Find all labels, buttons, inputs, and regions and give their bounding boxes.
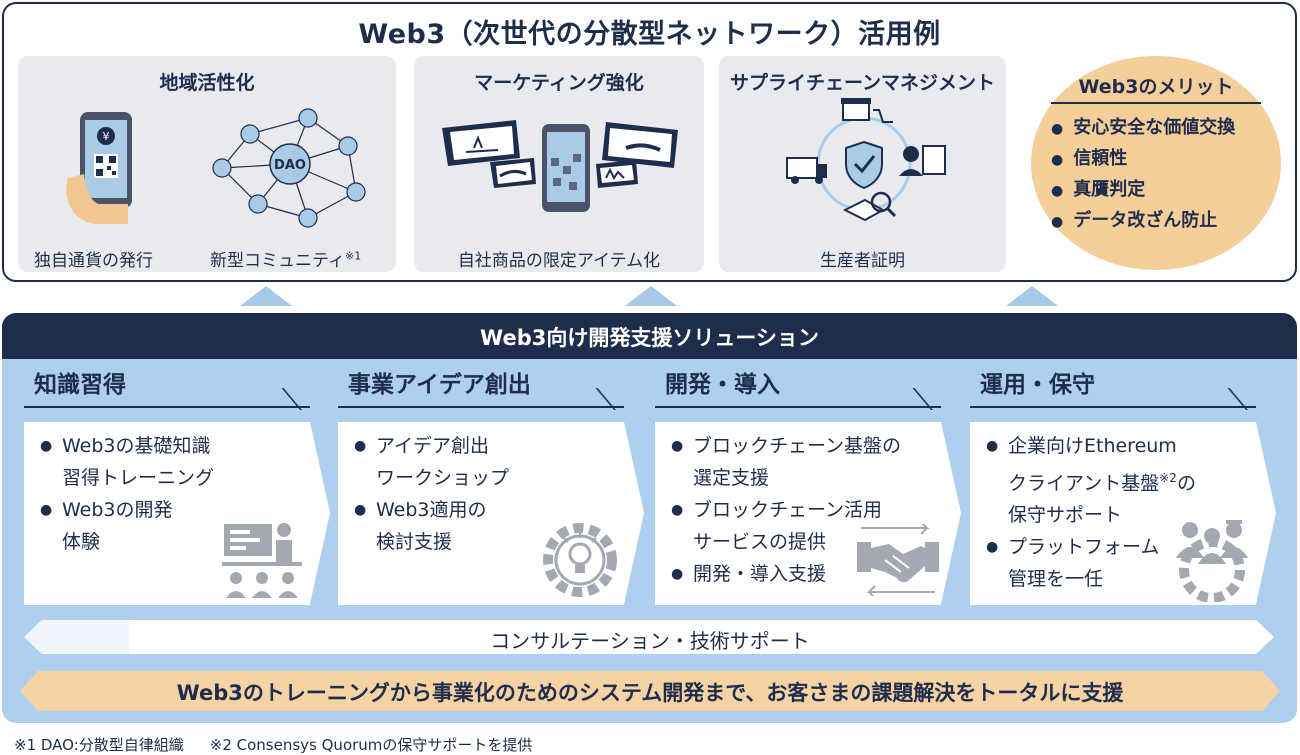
phase-rule — [655, 406, 941, 408]
list-item: ブロックチェーン活用 サービスの提供 — [671, 494, 901, 558]
list-item: プラットフォーム 管理を一任 — [986, 531, 1196, 595]
merit-item: 真贋判定 — [1051, 175, 1235, 206]
panel-title: サプライチェーンマネジメント — [729, 72, 996, 94]
presentation-icon — [222, 523, 302, 598]
phase-rule — [24, 406, 310, 408]
merit-title: Web3のメリット — [1078, 76, 1234, 98]
dao-network-icon: DAO — [212, 108, 366, 228]
up-arrow-1 — [240, 286, 292, 306]
consulting-label: コンサルテーション・技術サポート — [490, 629, 810, 653]
footnotes: ※1 DAO:分散型自律組織 ※2 Consensys Quorumの保守サポート… — [14, 734, 532, 755]
web3-merit-circle: Web3のメリット 安心安全な価値交換 信頼性 真贋判定 データ改ざん防止 — [1031, 56, 1281, 270]
footnote-ref-2: ※2 — [1159, 471, 1177, 485]
caption-producer-proof: 生産者証明 — [820, 251, 905, 271]
summary-banner — [20, 671, 1280, 711]
list-item: Web3適用の 検討支援 — [354, 494, 509, 558]
supply-chain-icon — [786, 98, 946, 222]
phase-card-operation: 企業向けEthereum クライアント基盤※2の 保守サポート プラットフォーム… — [970, 422, 1276, 605]
caption-limited-items: 自社商品の限定アイテム化 — [457, 251, 661, 271]
nft-screens-icon — [442, 120, 678, 212]
panel-title: 地域活性化 — [159, 72, 255, 94]
merit-item: データ改ざん防止 — [1051, 206, 1235, 237]
panel-marketing: マーケティング強化 自社商品の限定アイテム化 — [414, 56, 704, 272]
merit-divider — [1051, 102, 1261, 104]
up-arrow-3 — [1006, 286, 1058, 306]
solutions-header: Web3向け開発支援ソリューション — [2, 313, 1297, 359]
use-case-frame: Web3（次世代の分散型ネットワーク）活用例 地域活性化 ¥ — [2, 2, 1297, 282]
list-item: Web3の基礎知識 習得トレーニング — [40, 430, 214, 494]
phase-rule — [338, 406, 624, 408]
merit-list: 安心安全な価値交換 信頼性 真贋判定 データ改ざん防止 — [1051, 113, 1235, 237]
list-item: ブロックチェーン基盤の 選定支援 — [671, 430, 901, 494]
list-item: アイデア創出 ワークショップ — [354, 430, 509, 494]
dao-label: DAO — [274, 158, 306, 173]
footnote-2: ※2 Consensys Quorumの保守サポートを提供 — [209, 736, 533, 754]
use-case-title: Web3（次世代の分散型ネットワーク）活用例 — [358, 19, 941, 50]
panel-regional-revitalization: 地域活性化 ¥ DAO — [18, 56, 396, 272]
phase-title-ideation: 事業アイデア創出 — [348, 372, 531, 398]
list-item: 企業向けEthereum クライアント基盤※2の 保守サポート — [986, 430, 1196, 531]
phase-title-development: 開発・導入 — [665, 372, 780, 398]
phase-card-ideation: アイデア創出 ワークショップ Web3適用の 検討支援 — [338, 422, 644, 605]
list-item: Web3の開発 体験 — [40, 494, 214, 558]
caption-local-currency: 独自通貨の発行 — [34, 251, 153, 271]
phase-card-development: ブロックチェーン基盤の 選定支援 ブロックチェーン活用 サービスの提供 開発・導… — [655, 422, 961, 605]
panel-supply-chain: サプライチェーンマネジメント 生産者証明 — [719, 56, 1006, 272]
phase-title-knowledge: 知識習得 — [34, 372, 126, 398]
phase-title-operation: 運用・保守 — [980, 372, 1095, 398]
lightbulb-gear-icon — [543, 523, 617, 597]
summary-banner-text: Web3のトレーニングから事業化のためのシステム開発まで、お客さまの課題解決をト… — [176, 681, 1124, 705]
footnote-ref-1: ※1 — [344, 249, 362, 263]
caption-new-community: 新型コミュニティ※1 — [210, 249, 362, 271]
merit-item: 安心安全な価値交換 — [1051, 113, 1235, 144]
panel-title: マーケティング強化 — [474, 72, 644, 94]
phase-card-knowledge: Web3の基礎知識 習得トレーニング Web3の開発 体験 — [24, 422, 330, 605]
svg-text:¥: ¥ — [103, 130, 110, 143]
phase-rule — [970, 406, 1256, 408]
list-item: 開発・導入支援 — [671, 558, 901, 590]
up-arrow-2 — [625, 286, 677, 306]
solutions-title: Web3向け開発支援ソリューション — [480, 326, 819, 350]
footnote-1: ※1 DAO:分散型自律組織 — [14, 736, 184, 754]
merit-item: 信頼性 — [1051, 144, 1235, 175]
smartphone-qr-icon: ¥ — [66, 112, 132, 224]
consulting-arrow — [24, 620, 1274, 654]
